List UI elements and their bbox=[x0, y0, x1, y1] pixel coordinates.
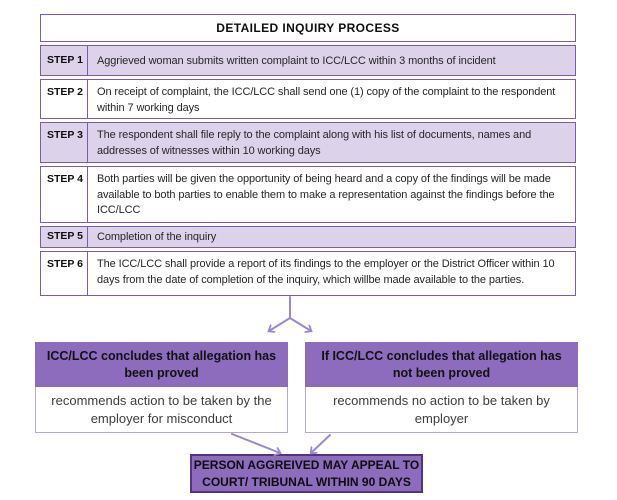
appeal-line-1: PERSON AGGREIVED MAY APPEAL TO bbox=[193, 458, 420, 473]
step-label: STEP 4 bbox=[41, 167, 88, 222]
table-row-step-6: STEP 6 The ICC/LCC shall provide a repor… bbox=[40, 251, 576, 296]
split-arrow-left bbox=[269, 317, 291, 331]
outcome-box-not-proved: If ICC/LCC concludes that allegation has… bbox=[305, 342, 578, 433]
inquiry-process-table: DETAILED INQUIRY PROCESS STEP 1 Aggrieve… bbox=[40, 14, 576, 299]
table-row-step-1: STEP 1 Aggrieved woman submits written c… bbox=[40, 45, 576, 76]
step-text: The ICC/LCC shall provide a report of it… bbox=[97, 258, 555, 286]
outcome-proved-header-text: ICC/LCC concludes that allegation has be… bbox=[46, 348, 277, 380]
appeal-box: PERSON AGGREIVED MAY APPEAL TO COURT/ TR… bbox=[190, 454, 423, 493]
step-label: STEP 5 bbox=[41, 227, 88, 247]
step-text: On receipt of complaint, the ICC/LCC sha… bbox=[97, 86, 556, 114]
table-row-step-4: STEP 4 Both parties will be given the op… bbox=[40, 166, 576, 223]
split-arrow-right bbox=[289, 317, 311, 331]
table-row-step-2: STEP 2 On receipt of complaint, the ICC/… bbox=[40, 79, 576, 119]
table-title-row: DETAILED INQUIRY PROCESS bbox=[40, 14, 576, 42]
outcome-proved-body-text: recommends action to be taken by the emp… bbox=[51, 392, 272, 426]
outcome-proved-header: ICC/LCC concludes that allegation has be… bbox=[35, 342, 288, 387]
step-label: STEP 3 bbox=[41, 123, 88, 162]
merge-arrow-left bbox=[231, 433, 280, 453]
table-title: DETAILED INQUIRY PROCESS bbox=[216, 21, 400, 35]
outcome-proved-body: recommends action to be taken by the emp… bbox=[35, 387, 288, 433]
table-row-step-5: STEP 5 Completion of the inquiry bbox=[40, 226, 576, 248]
step-label: STEP 2 bbox=[41, 80, 88, 118]
step-label: STEP 1 bbox=[41, 46, 88, 75]
outcome-not-proved-header: If ICC/LCC concludes that allegation has… bbox=[305, 342, 578, 387]
appeal-line-2: COURT/ TRIBUNAL WITHIN 90 DAYS bbox=[202, 474, 411, 489]
outcome-box-proved: ICC/LCC concludes that allegation has be… bbox=[35, 342, 288, 433]
step-text: The respondent shall file reply to the c… bbox=[97, 129, 532, 157]
outcome-not-proved-body: recommends no action to be taken by empl… bbox=[305, 387, 578, 433]
step-text: Completion of the inquiry bbox=[97, 231, 217, 243]
outcome-not-proved-header-text: If ICC/LCC concludes that allegation has… bbox=[321, 348, 562, 380]
merge-arrow-right bbox=[311, 434, 331, 453]
outcome-not-proved-body-text: recommends no action to be taken by empl… bbox=[333, 392, 550, 426]
table-row-step-3: STEP 3 The respondent shall file reply t… bbox=[40, 122, 576, 163]
step-text: Aggrieved woman submits written complain… bbox=[97, 55, 496, 67]
step-label: STEP 6 bbox=[41, 252, 88, 295]
step-text: Both parties will be given the opportuni… bbox=[97, 173, 555, 217]
